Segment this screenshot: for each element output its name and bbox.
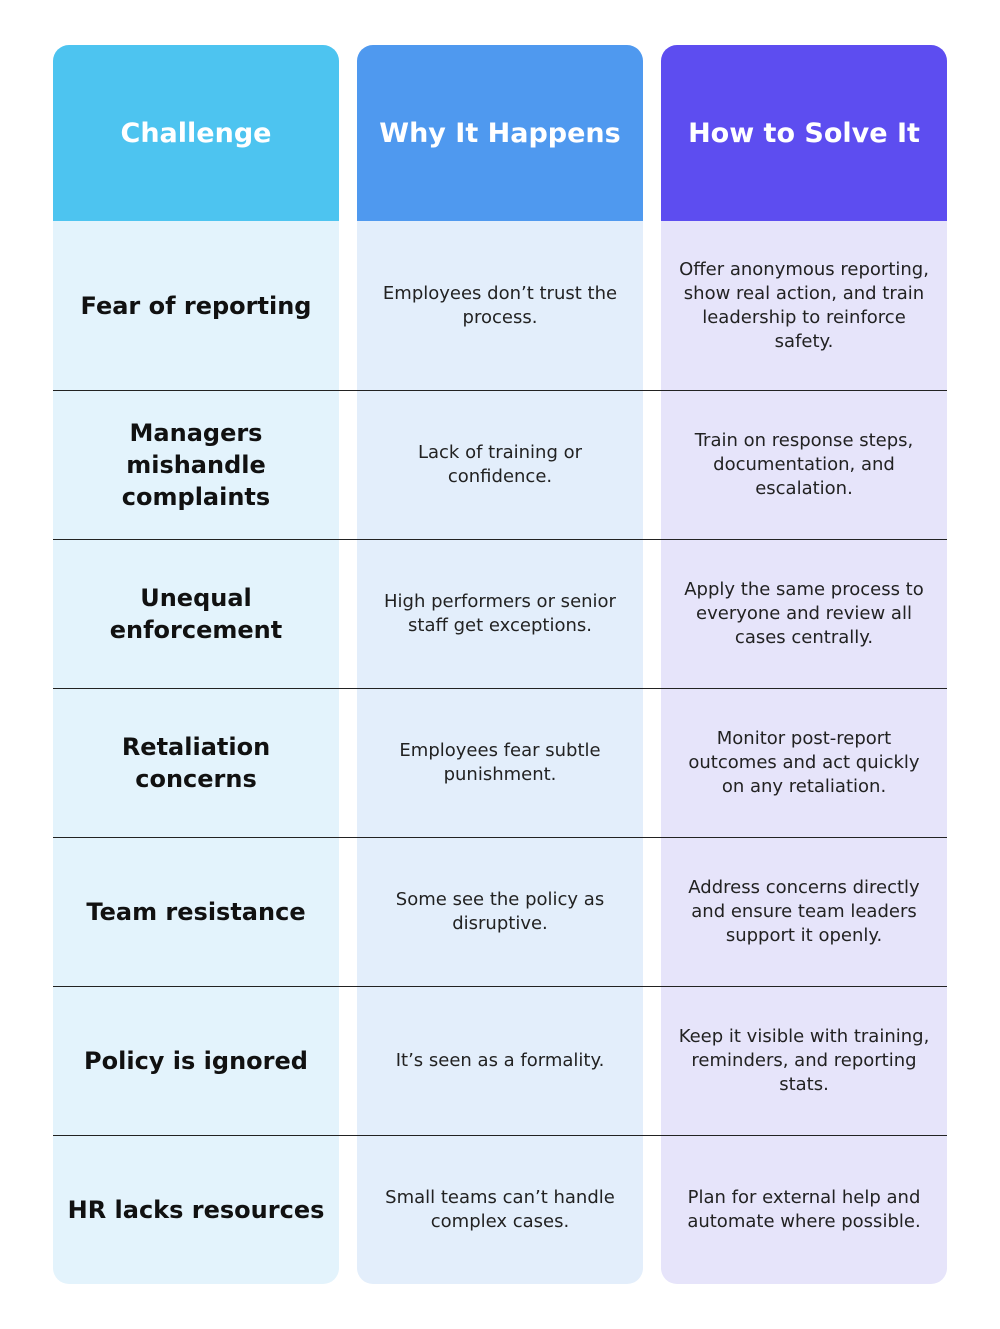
why-cell: Employees fear subtle punishment. xyxy=(399,740,601,785)
challenge-cell: Managers mishandle complaints xyxy=(121,419,271,511)
why-header: Why It Happens xyxy=(357,45,643,221)
table-row: Fear of reporting Employees don’t trust … xyxy=(53,221,947,390)
solve-cell: Plan for external help and automate wher… xyxy=(687,1187,921,1232)
solve-column: How to Solve It xyxy=(661,45,947,1284)
why-cell: Lack of training or confidence. xyxy=(417,442,583,487)
why-column: Why It Happens xyxy=(357,45,643,1284)
solve-cell: Offer anonymous reporting, show real act… xyxy=(679,258,929,352)
why-cell: Employees don’t trust the process. xyxy=(382,282,618,328)
table-row: Policy is ignored It’s seen as a formali… xyxy=(53,986,947,1135)
solve-cell: Train on response steps, documentation, … xyxy=(694,430,914,499)
table-row: Team resistance Some see the policy as d… xyxy=(53,837,947,986)
challenge-cell: Team resistance xyxy=(86,898,306,926)
challenge-cell: Policy is ignored xyxy=(84,1047,308,1075)
solve-cell: Keep it visible with training, reminders… xyxy=(678,1026,930,1095)
challenge-cell: Fear of reporting xyxy=(80,291,312,320)
solve-cell: Monitor post-report outcomes and act qui… xyxy=(688,728,920,797)
why-cell: High performers or senior staff get exce… xyxy=(384,591,616,636)
why-cell: Some see the policy as disruptive. xyxy=(395,889,605,934)
challenge-header: Challenge xyxy=(53,45,339,221)
why-cell: Small teams can’t handle complex cases. xyxy=(385,1187,615,1232)
why-cell: It’s seen as a formality. xyxy=(395,1050,605,1071)
table-body: Fear of reporting Employees don’t trust … xyxy=(53,221,947,1284)
solve-cell: Apply the same process to everyone and r… xyxy=(684,579,924,648)
challenge-cell: HR lacks resources xyxy=(67,1196,325,1224)
challenge-cell: Unequal enforcement xyxy=(109,584,283,644)
table-row: Unequal enforcement High performers or s… xyxy=(53,539,947,688)
challenge-cell: Retaliation concerns xyxy=(121,733,271,793)
table-row: HR lacks resources Small teams can’t han… xyxy=(53,1135,947,1284)
solve-cell: Address concerns directly and ensure tea… xyxy=(688,877,920,946)
challenge-column: Challenge xyxy=(53,45,339,1284)
table-row: Retaliation concerns Employees fear subt… xyxy=(53,688,947,837)
table-row: Managers mishandle complaints Lack of tr… xyxy=(53,390,947,539)
solve-header: How to Solve It xyxy=(661,45,947,221)
comparison-table: Challenge Why It Happens How to Solve It… xyxy=(53,45,947,1284)
